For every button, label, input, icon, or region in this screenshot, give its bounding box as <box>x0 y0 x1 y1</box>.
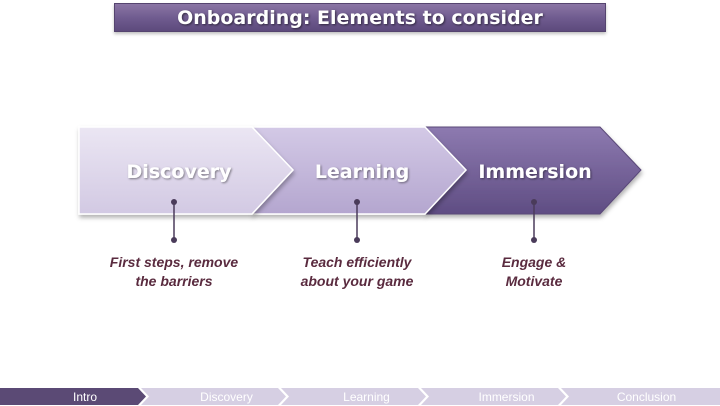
caption-learning: Teach efficiently about your game <box>277 253 437 291</box>
caption-discovery: First steps, remove the barriers <box>94 253 254 291</box>
nav-item-learning[interactable]: Learning <box>343 390 390 404</box>
nav-item-intro[interactable]: Intro <box>72 390 97 404</box>
nav-segment-discovery[interactable] <box>141 388 286 405</box>
title-bar: Onboarding: Elements to consider <box>114 3 606 32</box>
caption-immersion-line1: Engage & <box>501 254 567 270</box>
connector-learning <box>354 199 360 243</box>
caption-immersion: Engage & Motivate <box>454 253 614 291</box>
nav-segment-immersion[interactable] <box>421 388 566 405</box>
stage-learning-label: Learning <box>315 161 409 183</box>
nav-item-conclusion[interactable]: Conclusion <box>616 390 677 404</box>
stage-immersion-label: Immersion <box>478 161 591 183</box>
stage-discovery-shape <box>78 126 295 215</box>
nav-segment-conclusion[interactable] <box>561 388 720 405</box>
bottom-navigation: Intro Discovery Learning Immersion Concl… <box>0 388 720 405</box>
caption-learning-line1: Teach efficiently <box>302 254 412 270</box>
caption-discovery-line2: the barriers <box>135 273 213 289</box>
stage-discovery-label: Discovery <box>127 161 233 183</box>
nav-item-discovery[interactable]: Discovery <box>200 390 253 404</box>
connector-immersion <box>531 199 537 243</box>
page-title: Onboarding: Elements to consider <box>177 6 543 29</box>
nav-segment-intro[interactable] <box>0 388 146 405</box>
nav-item-immersion[interactable]: Immersion <box>478 390 535 404</box>
caption-immersion-line2: Motivate <box>505 273 563 289</box>
connector-discovery <box>171 199 177 243</box>
caption-learning-line2: about your game <box>300 273 414 289</box>
nav-segment-learning[interactable] <box>281 388 426 405</box>
nav-background <box>0 388 720 405</box>
caption-discovery-line1: First steps, remove <box>109 254 239 270</box>
